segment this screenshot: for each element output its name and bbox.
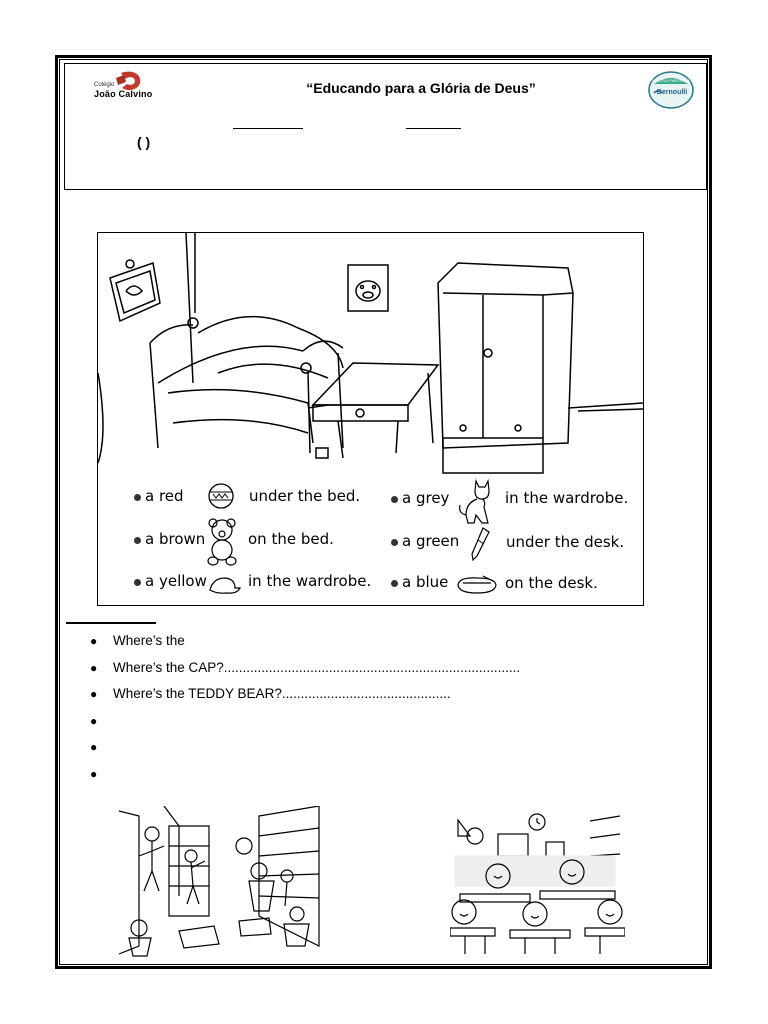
list-item[interactable]: ● [90, 764, 520, 791]
legend-color-word: a green [402, 532, 460, 550]
bullet-icon: ● [90, 687, 98, 701]
legend-bullet [134, 579, 141, 586]
legend-bullet [134, 537, 141, 544]
legend-color-word: a grey [402, 489, 450, 507]
library-illustration [109, 806, 327, 958]
school-motto: “Educando para a Glória de Deus” [306, 80, 536, 96]
date-blank-line[interactable] [406, 128, 461, 129]
bullet-icon: ● [90, 660, 98, 675]
cat-icon [459, 478, 490, 524]
bullet-icon: ● [90, 713, 98, 728]
bullet-icon: ● [90, 766, 98, 781]
cap-icon [209, 577, 241, 594]
pencil-case-icon [457, 575, 497, 594]
question-text: Where’s the TEDDY BEAR?.................… [113, 686, 451, 701]
name-blank-line[interactable] [233, 128, 303, 129]
bullet-icon: ● [90, 634, 98, 648]
question-text: Where’s the CAP?........................… [113, 659, 521, 675]
legend-color-word: a red [145, 487, 184, 505]
pencil-icon [471, 527, 490, 562]
legend-bullet [391, 496, 398, 503]
legend-location: under the desk. [506, 533, 625, 551]
list-item[interactable]: ● [90, 711, 520, 738]
teddy-bear-icon [207, 518, 237, 566]
list-item[interactable]: ● Where’s the TEDDY BEAR?................… [90, 684, 520, 711]
list-item[interactable]: ● Where’s the CAP?.......................… [90, 658, 520, 685]
page-border-inner [59, 59, 708, 965]
legend-color-word: a blue [402, 573, 449, 591]
bedroom-illustration [98, 233, 643, 474]
legend-location: on the bed. [248, 530, 334, 548]
school-logo [116, 71, 141, 91]
header-box [64, 63, 707, 190]
legend-bullet [391, 580, 398, 587]
legend-bullet [134, 494, 141, 501]
grade-parentheses: ( ) [137, 134, 151, 150]
question-list: ● Where’s the ● Where’s the CAP?..........… [90, 631, 520, 790]
bedroom-scene [97, 232, 644, 606]
legend-color-word: a yellow [145, 572, 207, 590]
school-name: João Calvino [94, 89, 153, 99]
list-item[interactable]: ● Where’s the [90, 631, 520, 658]
question-text: Where’s the [113, 633, 185, 648]
bernoulli-logo: ESCOLA PARCEIRA Bernoulli [648, 71, 694, 109]
legend-location: on the desk. [505, 574, 598, 592]
bullet-icon: ● [90, 740, 98, 754]
classroom-illustration [450, 813, 625, 954]
page-border [55, 55, 712, 969]
legend-location: in the wardrobe. [248, 572, 372, 590]
legend-bullet [391, 539, 398, 546]
partner-top-label: ESCOLA PARCEIRA [652, 78, 690, 83]
legend-color-word: a brown [145, 530, 206, 548]
partner-name: Bernoulli [657, 89, 687, 96]
list-item[interactable]: ● [90, 737, 520, 764]
section-rule [66, 622, 156, 624]
school-name-small: Colégio [94, 82, 115, 88]
legend-location: under the bed. [249, 487, 361, 505]
legend-location: in the wardrobe. [505, 489, 629, 507]
ball-icon [208, 483, 234, 509]
